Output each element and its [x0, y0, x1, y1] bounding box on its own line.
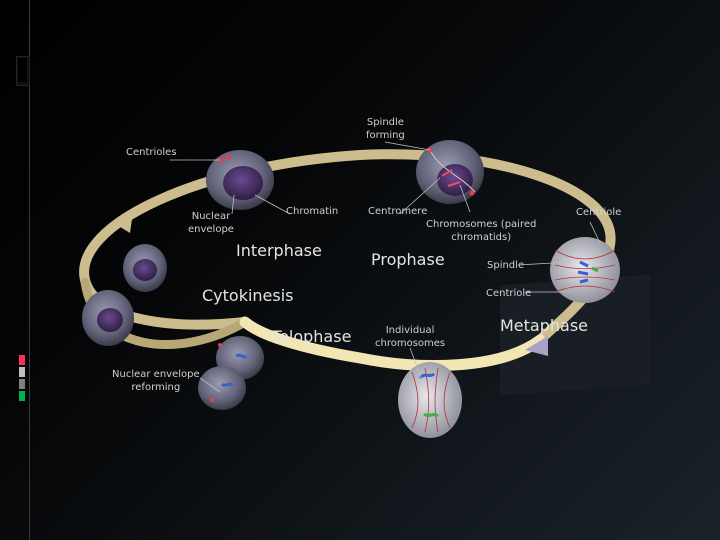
bullet-strip-light: [19, 367, 25, 377]
phase-cytokinesis: Cytokinesis: [202, 286, 294, 305]
title-accent-inner: [18, 58, 27, 82]
label-centriole-mid: Centriole: [486, 288, 532, 299]
cycle-arrowhead-left: [112, 212, 133, 233]
phase-telophase: Telophase: [272, 327, 352, 346]
label-nuclear-envelope: Nuclear envelope: [188, 211, 234, 235]
slide-left-rule: [29, 0, 30, 540]
phase-anaphase: Anaphase: [318, 363, 398, 382]
prophase-cell: [416, 140, 484, 204]
label-spindle-forming: Spindle forming: [366, 117, 405, 141]
interphase-cell: [206, 150, 274, 210]
centriole-dot: [225, 154, 231, 160]
phase-interphase: Interphase: [236, 241, 322, 260]
label-centriole-top: Centriole: [576, 207, 622, 218]
label-centromere: Centromere: [368, 206, 428, 217]
bullet-strip-gray: [19, 379, 25, 389]
label-individual-chromosomes: Individual chromosomes: [375, 325, 446, 349]
phase-metaphase: Metaphase: [500, 316, 589, 335]
cytokinesis-cells: [82, 244, 167, 346]
label-leader-lines: [170, 141, 601, 393]
anaphase-cell: [398, 362, 462, 438]
centriole-dot: [469, 190, 475, 196]
label-centrioles: Centrioles: [126, 147, 177, 158]
label-chromosomes-paired: Chromosomes (paired chromatids): [426, 219, 537, 243]
bullet-strip-red: [19, 355, 25, 365]
cycle-ring-lower: [239, 316, 546, 371]
label-nuclear-envelope-reforming: Nuclear envelope reforming: [112, 369, 200, 393]
phase-prophase: Prophase: [371, 250, 445, 269]
label-spindle: Spindle: [487, 260, 525, 271]
telophase-cells: [198, 336, 264, 410]
metaphase-cell: [550, 237, 620, 303]
centriole-dot: [218, 157, 224, 163]
cycle-arrowhead-metaphase: [525, 336, 548, 356]
bullet-strip-green: [19, 391, 25, 401]
label-chromatin: Chromatin: [286, 206, 339, 217]
cycle-ring-upper: [79, 149, 616, 345]
